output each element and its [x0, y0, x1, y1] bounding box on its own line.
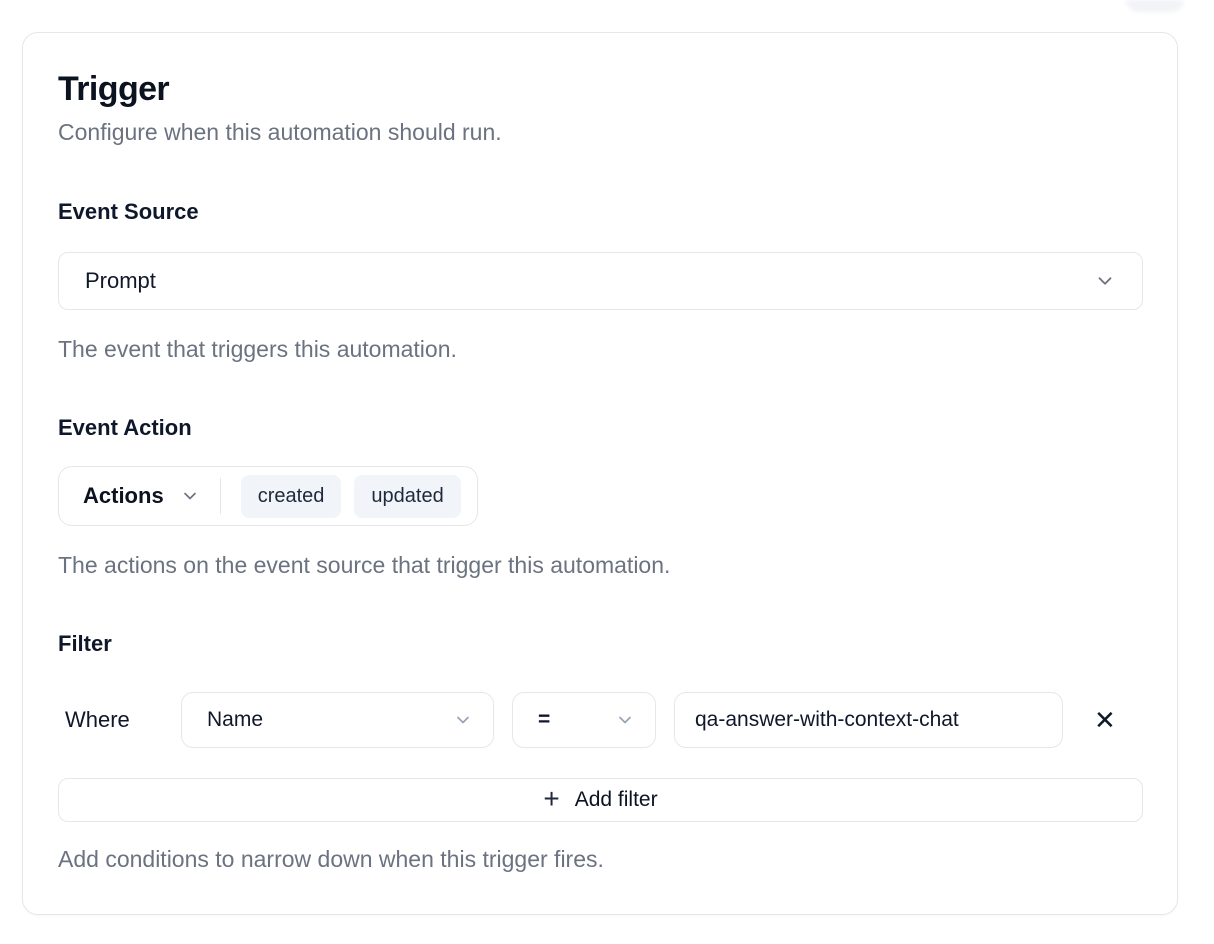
- filter-value-input[interactable]: [674, 692, 1063, 748]
- divider: [219, 478, 221, 514]
- filter-operator-selected-value: =: [538, 708, 551, 731]
- event-action-label: Event Action: [58, 415, 192, 440]
- add-filter-label: Add filter: [574, 788, 658, 811]
- partial-element-artifact: [1126, 0, 1184, 12]
- filter-helper: Add conditions to narrow down when this …: [58, 846, 604, 872]
- chevron-down-icon: [180, 486, 200, 506]
- filter-field-selected-value: Name: [207, 708, 264, 731]
- actions-dropdown-label: Actions: [83, 483, 164, 508]
- filter-condition-row: Where Name = ✕: [58, 692, 1142, 748]
- event-source-helper: The event that triggers this automation.: [58, 336, 457, 362]
- event-action-helper: The actions on the event source that tri…: [58, 552, 671, 578]
- page-title: Trigger: [58, 70, 170, 108]
- remove-filter-button[interactable]: ✕: [1090, 703, 1120, 737]
- event-source-select[interactable]: Prompt: [58, 252, 1143, 310]
- actions-dropdown[interactable]: Actions: [83, 483, 200, 509]
- event-source-label: Event Source: [58, 199, 199, 224]
- filter-label: Filter: [58, 631, 112, 656]
- event-source-selected-value: Prompt: [85, 268, 156, 293]
- where-label: Where: [65, 707, 130, 732]
- page-subtitle: Configure when this automation should ru…: [58, 119, 502, 145]
- close-icon: ✕: [1094, 705, 1116, 735]
- filter-field-select[interactable]: Name: [181, 692, 494, 748]
- action-chip-updated[interactable]: updated: [354, 474, 461, 518]
- trigger-card: Trigger Configure when this automation s…: [22, 32, 1178, 915]
- event-action-group: Actions created updated: [58, 466, 478, 526]
- plus-icon: +: [543, 783, 560, 814]
- add-filter-button[interactable]: + Add filter: [58, 778, 1143, 822]
- action-chip-created[interactable]: created: [240, 474, 342, 518]
- chevron-down-icon: [1094, 270, 1116, 292]
- chevron-down-icon: [615, 710, 635, 730]
- filter-operator-select[interactable]: =: [512, 692, 656, 748]
- chevron-down-icon: [453, 710, 473, 730]
